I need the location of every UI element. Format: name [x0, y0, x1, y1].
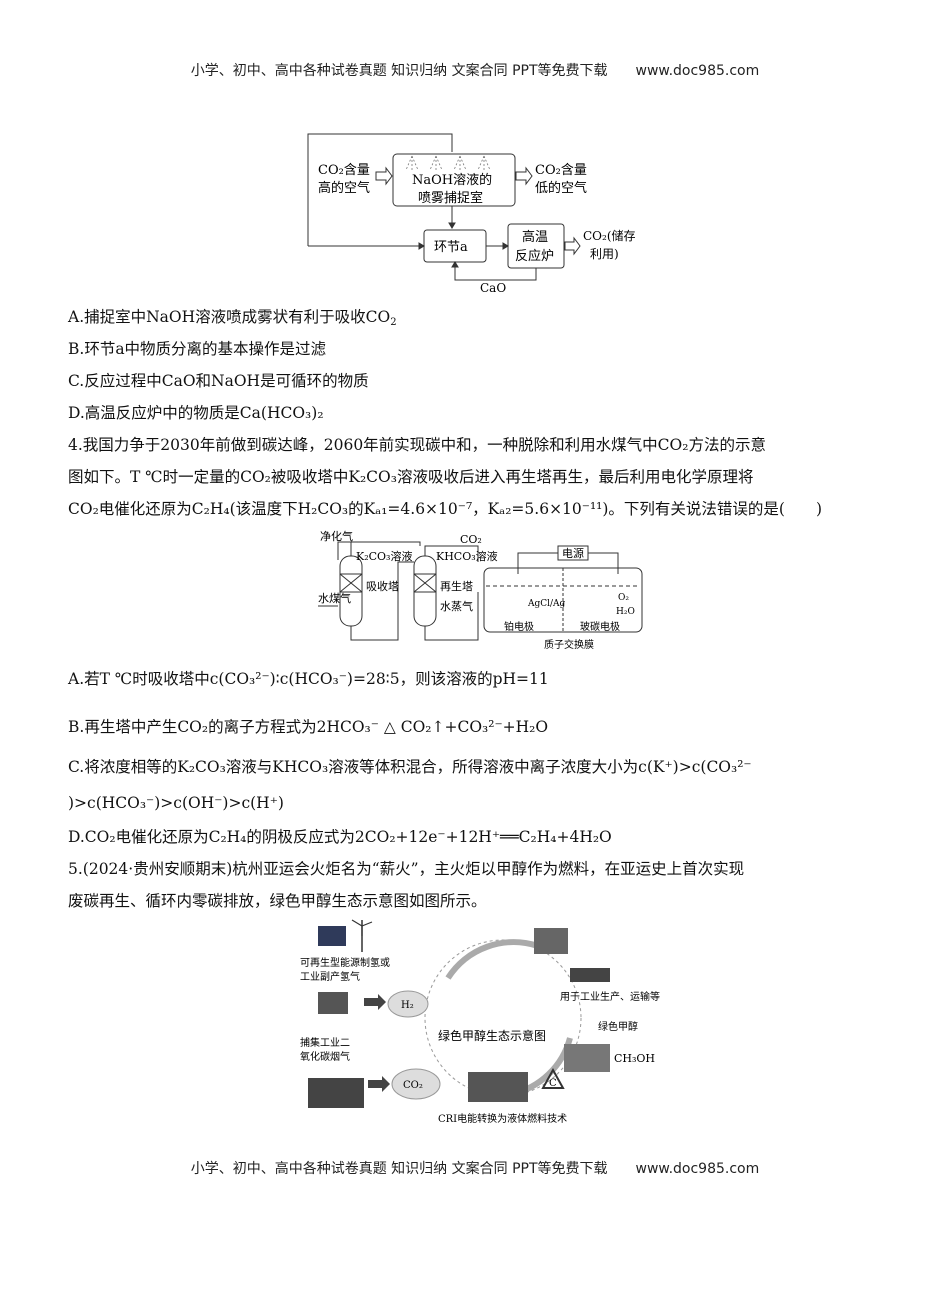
fig2-label: 质子交换膜 — [544, 638, 594, 651]
fig3-label: C — [549, 1078, 557, 1089]
q3-option-a: A.捕捉室中NaOH溶液喷成雾状有利于吸收CO2 — [68, 308, 397, 328]
co2-cloud-icon — [391, 1068, 441, 1100]
page-header: 小学、初中、高中各种试卷真题 知识归纳 文案合同 PPT等免费下载 www.doc… — [0, 60, 950, 80]
co2-capture-flow-diagram: CO₂含量 高的空气 NaOH溶液的 喷雾捕捉室 CO₂含量 低的空气 环节a … — [307, 133, 636, 295]
fig2-label: 电源 — [562, 546, 584, 560]
fig3-title: 绿色甲醇生态示意图 — [438, 1028, 546, 1043]
plant-icon — [468, 1072, 528, 1102]
q5-stem-line2: 废碳再生、循环内零碳排放，绿色甲醇生态示意图如图所示。 — [68, 892, 487, 910]
q3-option-b: B.环节a中物质分离的基本操作是过滤 — [68, 340, 327, 358]
fig2-label: 吸收塔 — [366, 579, 399, 593]
co2-absorption-electrolysis-diagram: 净化气 K₂CO₃溶液 CO₂ KHCO₃溶液 吸收塔 再生塔 水煤气 水蒸气 … — [318, 530, 643, 651]
footer-text: 小学、初中、高中各种试卷真题 知识归纳 文案合同 PPT等免费下载 — [190, 1161, 608, 1177]
fig1-label: CaO — [480, 281, 506, 295]
fig3-label: 氧化碳烟气 — [300, 1050, 350, 1063]
fig2-label: 水煤气 — [318, 591, 351, 605]
fig1-label: 利用) — [590, 247, 619, 261]
fig3-label: 用于工业生产、运输等 — [560, 990, 660, 1003]
barrel-icon — [564, 1044, 610, 1072]
fig2-label: O₂ — [618, 593, 629, 603]
q4-option-b: B.再生塔中产生CO₂的离子方程式为2HCO₃⁻ △ CO₂↑+CO₃²⁻+H₂… — [68, 718, 549, 736]
q4-stem-line3: CO₂电催化还原为C₂H₄(该温度下H₂CO₃的Kₐ₁=4.6×10⁻⁷，Kₐ₂… — [68, 500, 823, 518]
q4-option-c-line2: )>c(HCO₃⁻)>c(OH⁻)>c(H⁺) — [68, 794, 284, 812]
q4-stem-line2: 图如下。T ℃时一定量的CO₂被吸收塔中K₂CO₃溶液吸收后进入再生塔再生，最后… — [68, 468, 754, 486]
solar-panel-icon — [318, 926, 346, 946]
fig3-label: 可再生型能源制氢或 — [300, 956, 390, 969]
page-footer: 小学、初中、高中各种试卷真题 知识归纳 文案合同 PPT等免费下载 www.doc… — [0, 1158, 950, 1178]
fig3-label: H₂ — [401, 1000, 414, 1011]
q5-stem-line1: 5.(2024·贵州安顺期末)杭州亚运会火炬名为“薪火”，主火炬以甲醇作为燃料，… — [68, 860, 745, 878]
fig1-label: 低的空气 — [535, 180, 587, 196]
fig2-label: K₂CO₃溶液 — [356, 549, 412, 563]
footer-site: www.doc985.com — [635, 1161, 760, 1177]
fig1-label: 反应炉 — [515, 248, 554, 264]
factory-icon — [318, 992, 348, 1014]
fig2-label: CO₂ — [460, 533, 482, 546]
fig1-label: CO₂(储存 — [583, 228, 636, 243]
green-methanol-cycle-diagram: 可再生型能源制氢或 工业副产氢气 H₂ 捕集工业二 氧化碳烟气 CO₂ 绿色甲醇… — [300, 919, 660, 1125]
recycle-icon — [541, 1067, 565, 1089]
fig2-label: 水蒸气 — [440, 599, 473, 613]
fig1-label: CO₂含量 — [535, 162, 587, 178]
q4-option-a: A.若T ℃时吸收塔中c(CO₃²⁻)∶c(HCO₃⁻)=28∶5，则该溶液的p… — [68, 670, 549, 688]
header-site: www.doc985.com — [635, 63, 760, 79]
fig1-label: NaOH溶液的 — [412, 172, 492, 188]
fig1-label: CO₂含量 — [318, 162, 370, 178]
fig2-label: 净化气 — [320, 530, 353, 543]
fig3-label: 捕集工业二 — [300, 1036, 350, 1049]
fig2-label: H₂O — [616, 607, 635, 617]
q4-stem-line1: 4.我国力争于2030年前做到碳达峰，2060年前实现碳中和，一种脱除和利用水煤… — [68, 436, 766, 454]
q4-option-d: D.CO₂电催化还原为C₂H₄的阴极反应式为2CO₂+12e⁻+12H⁺══C₂… — [68, 828, 612, 846]
fig2-label: AgCl/Ag — [527, 599, 566, 609]
truck-icon — [570, 968, 610, 982]
header-text: 小学、初中、高中各种试卷真题 知识归纳 文案合同 PPT等免费下载 — [190, 63, 608, 79]
fig1-label: 喷雾捕捉室 — [418, 190, 483, 206]
refinery-icon — [534, 928, 568, 954]
fig1-label: 高的空气 — [318, 180, 370, 196]
fig3-label: 绿色甲醇 — [598, 1020, 638, 1033]
h2-cloud-icon — [387, 990, 429, 1018]
fig2-label: KHCO₃溶液 — [436, 549, 498, 563]
fig3-label: 工业副产氢气 — [300, 970, 360, 983]
industry-icon — [308, 1078, 364, 1108]
fig3-label: CO₂ — [403, 1080, 423, 1091]
q4-option-c-line1: C.将浓度相等的K₂CO₃溶液与KHCO₃溶液等体积混合，所得溶液中离子浓度大小… — [68, 758, 752, 776]
fig1-label: 环节a — [434, 240, 468, 255]
fig3-label: CRI电能转换为液体燃料技术 — [438, 1112, 567, 1125]
fig1-label: 高温 — [522, 229, 548, 245]
fig2-label: 玻碳电极 — [580, 620, 620, 633]
arrow-icon — [364, 994, 386, 1010]
fig2-label: 再生塔 — [440, 579, 473, 593]
q3-option-c: C.反应过程中CaO和NaOH是可循环的物质 — [68, 372, 369, 390]
fig3-label: CH₃OH — [614, 1052, 655, 1065]
fig2-label: 铂电极 — [504, 620, 534, 633]
q3-option-d: D.高温反应炉中的物质是Ca(HCO₃)₂ — [68, 404, 324, 422]
